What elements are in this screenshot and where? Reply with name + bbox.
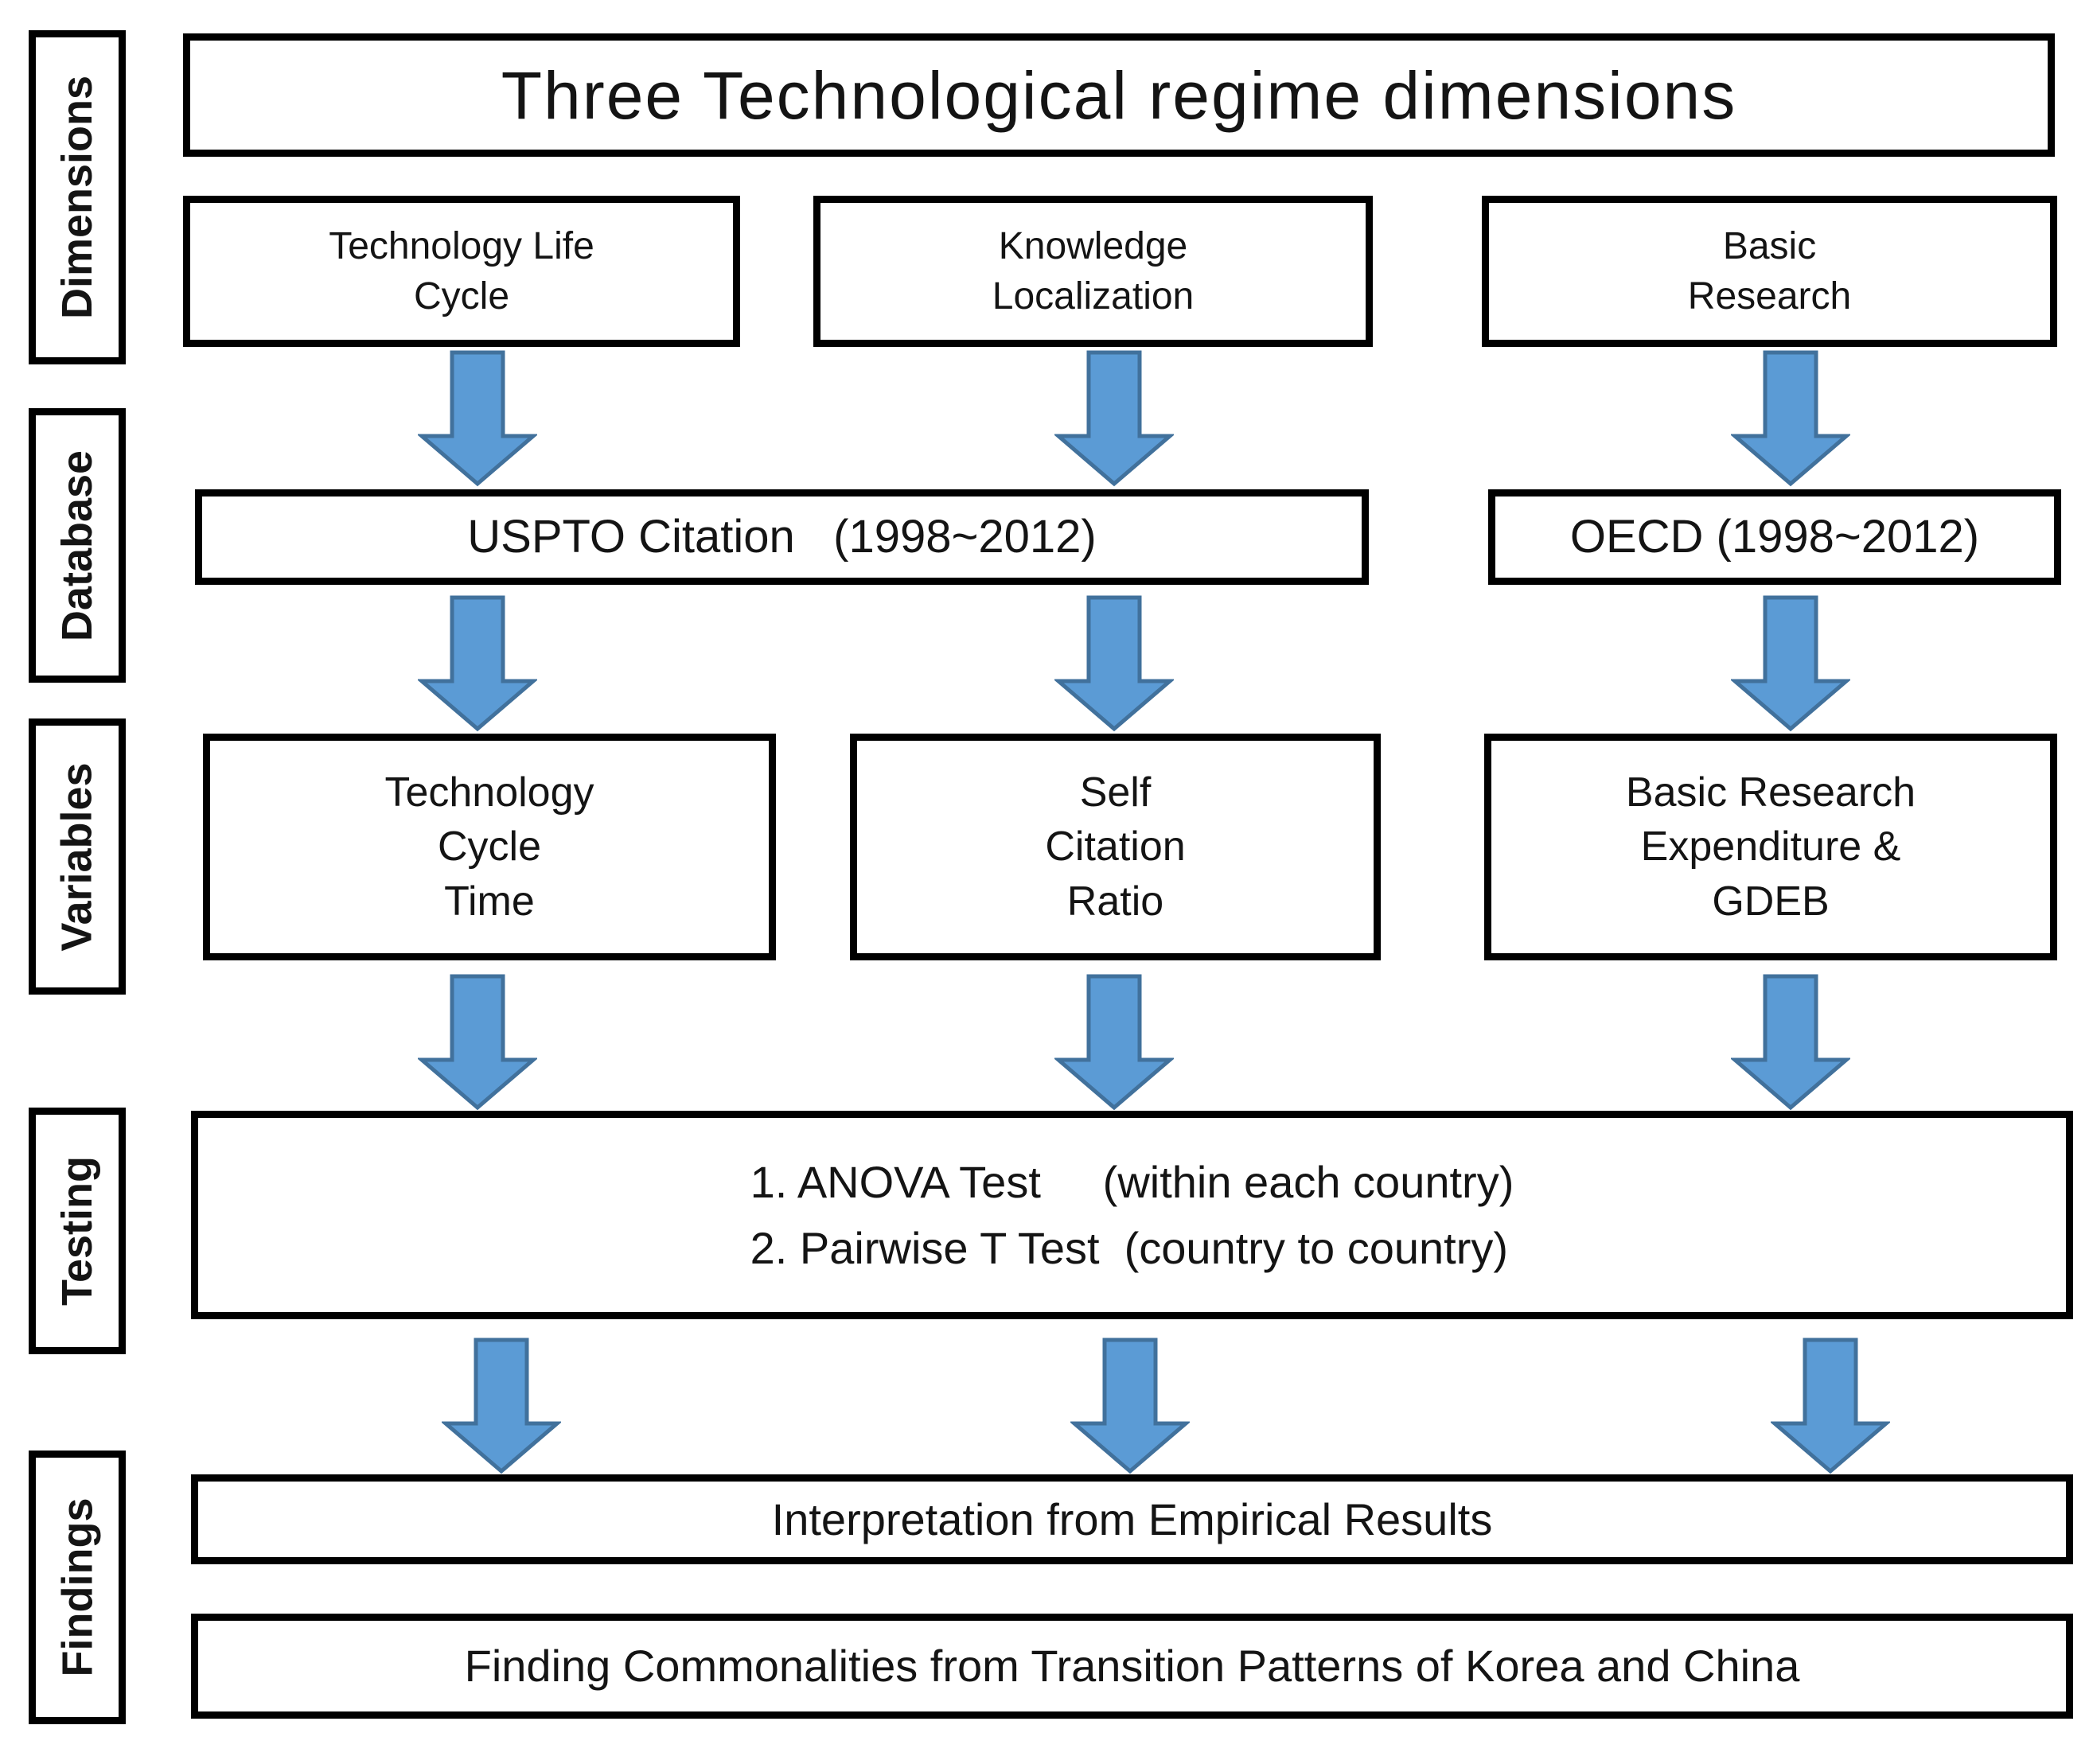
box-knowledge-localization: Knowledge Localization <box>813 196 1373 347</box>
box-interpretation: Interpretation from Empirical Results <box>191 1474 2073 1564</box>
stage-box-dimensions: Dimensions <box>29 30 126 364</box>
box-finding-commonalities: Finding Commonalities from Transition Pa… <box>191 1614 2073 1719</box>
stage-label-dimensions: Dimensions <box>53 75 102 320</box>
testing-methods-list: 1. ANOVA Test (within each country) 2. P… <box>750 1139 1514 1292</box>
testing-line-pairwise-t: 2. Pairwise T Test (country to country) <box>750 1222 1509 1273</box>
box-basic-research-expenditure: Basic Research Expenditure & GDEB <box>1484 734 2057 960</box>
stage-box-database: Database <box>29 408 126 683</box>
down-arrow-icon <box>418 974 537 1111</box>
down-arrow-icon <box>1731 350 1850 487</box>
box-basic-research: Basic Research <box>1482 196 2057 347</box>
page-title: Three Technological regime dimensions <box>501 57 1737 133</box>
stage-box-testing: Testing <box>29 1108 126 1354</box>
box-technology-cycle-time: Technology Cycle Time <box>203 734 776 960</box>
box-technology-life-cycle-label: Technology Life Cycle <box>329 224 594 317</box>
down-arrow-icon <box>418 350 537 487</box>
down-arrow-icon <box>1731 595 1850 732</box>
stage-label-testing: Testing <box>53 1156 101 1306</box>
down-arrow-icon <box>1054 595 1174 732</box>
box-technology-cycle-time-label: Technology Cycle Time <box>384 769 594 925</box>
stage-label-findings: Findings <box>53 1497 101 1677</box>
down-arrow-icon <box>442 1338 561 1474</box>
stage-box-variables: Variables <box>29 718 126 995</box>
down-arrow-icon <box>1070 1338 1190 1474</box>
box-uspto-citation: USPTO Citation (1998~2012) <box>195 489 1369 585</box>
box-testing-methods: 1. ANOVA Test (within each country) 2. P… <box>191 1111 2073 1319</box>
down-arrow-icon <box>1771 1338 1890 1474</box>
down-arrow-icon <box>1054 974 1174 1111</box>
down-arrow-icon <box>1731 974 1850 1111</box>
box-basic-research-expenditure-label: Basic Research Expenditure & GDEB <box>1625 769 1916 925</box>
box-uspto-citation-label: USPTO Citation (1998~2012) <box>467 511 1097 563</box>
down-arrow-icon <box>418 595 537 732</box>
box-finding-commonalities-label: Finding Commonalities from Transition Pa… <box>464 1641 1800 1691</box>
box-oecd-label: OECD (1998~2012) <box>1569 511 1980 563</box>
box-basic-research-label: Basic Research <box>1687 224 1852 317</box>
box-interpretation-label: Interpretation from Empirical Results <box>771 1493 1493 1544</box>
stage-label-database: Database <box>53 450 102 641</box>
box-technology-life-cycle: Technology Life Cycle <box>183 196 740 347</box>
box-self-citation-ratio-label: Self Citation Ratio <box>1045 769 1186 925</box>
testing-line-anova: 1. ANOVA Test (within each country) <box>750 1156 1514 1207</box>
box-knowledge-localization-label: Knowledge Localization <box>992 224 1195 317</box>
down-arrow-icon <box>1054 350 1174 487</box>
box-self-citation-ratio: Self Citation Ratio <box>850 734 1381 960</box>
stage-box-findings: Findings <box>29 1451 126 1724</box>
box-oecd: OECD (1998~2012) <box>1488 489 2061 585</box>
title-box: Three Technological regime dimensions <box>183 33 2055 157</box>
stage-label-variables: Variables <box>53 761 101 952</box>
